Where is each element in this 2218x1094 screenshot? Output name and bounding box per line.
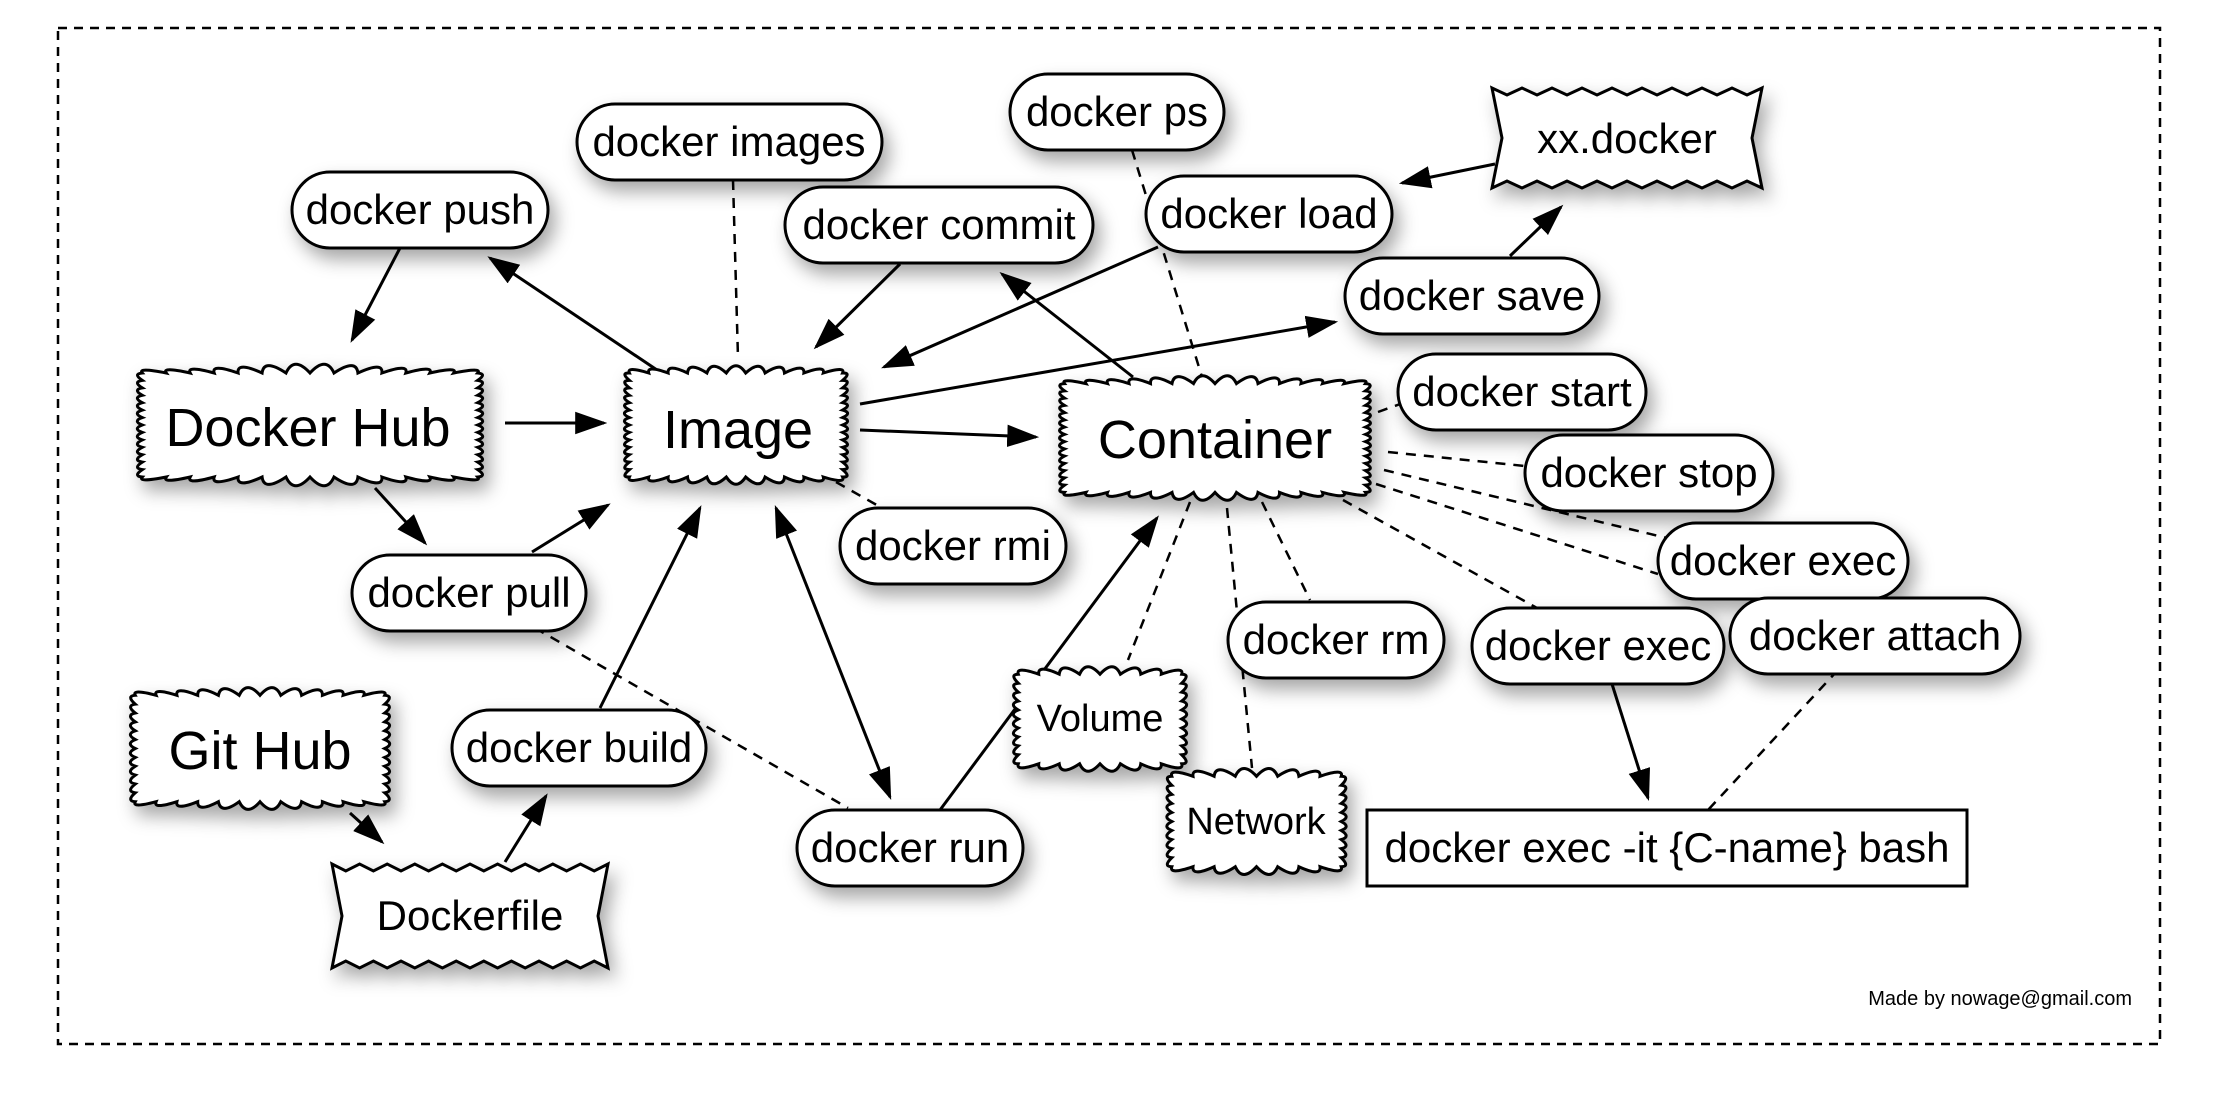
- dash-attach-to-command: [1707, 669, 1839, 811]
- arrow-xx-to-load: [1398, 162, 1496, 189]
- node-docker-commit: docker commit: [783, 185, 1095, 265]
- docker-load-label: docker load: [1160, 190, 1377, 237]
- exec-command-label: docker exec -it {C-name} bash: [1385, 824, 1950, 871]
- dash-ps-to-container: [1130, 149, 1204, 378]
- node-container: Container: [1058, 374, 1372, 502]
- docker-start-label: docker start: [1412, 368, 1632, 415]
- credit-text: Made by nowage@gmail.com: [1868, 988, 2132, 1010]
- arrow-pull-to-image: [531, 503, 611, 554]
- dash-container-to-exec2: [1342, 498, 1538, 610]
- arrow-github-to-dockerfile: [348, 811, 385, 845]
- node-git-hub: Git Hub: [128, 686, 392, 811]
- docker-exec-1-label: docker exec: [1670, 537, 1896, 584]
- git-hub-label: Git Hub: [168, 721, 351, 781]
- docker-attach-label: docker attach: [1749, 612, 2001, 659]
- arrow-push-to-hub: [350, 247, 402, 343]
- docker-images-label: docker images: [592, 118, 865, 165]
- arrow-image-to-push: [487, 256, 661, 374]
- node-docker-load: docker load: [1144, 174, 1394, 254]
- arrow-dockerfile-to-build: [503, 793, 548, 863]
- node-docker-push: docker push: [290, 170, 550, 250]
- node-dockerfile: Dockerfile: [329, 861, 611, 971]
- dash-image-to-rmi: [835, 480, 883, 510]
- docker-rm-label: docker rm: [1243, 616, 1430, 663]
- node-xx-docker: xx.docker: [1489, 85, 1765, 191]
- dockerfile-label: Dockerfile: [377, 892, 564, 939]
- node-docker-pull: docker pull: [350, 553, 588, 633]
- docker-push-label: docker push: [306, 186, 535, 233]
- arrow-build-to-image: [598, 505, 702, 709]
- arrow-image-to-save: [859, 315, 1339, 406]
- arrow-save-to-xx: [1508, 204, 1564, 258]
- node-docker-images: docker images: [575, 102, 884, 182]
- node-docker-ps: docker ps: [1008, 72, 1226, 152]
- diagram-frame: [56, 26, 2162, 1046]
- node-network: Network: [1165, 767, 1348, 876]
- network-label: Network: [1186, 801, 1326, 843]
- arrow-image-run-bidirectional: [774, 505, 892, 800]
- image-label: Image: [663, 400, 813, 460]
- node-docker-hub: Docker Hub: [135, 362, 485, 488]
- docker-pull-label: docker pull: [367, 569, 570, 616]
- docker-run-label: docker run: [811, 824, 1009, 871]
- dash-container-to-volume: [1126, 501, 1192, 661]
- node-docker-start: docker start: [1396, 352, 1648, 432]
- node-docker-exec-1: docker exec: [1656, 521, 1910, 601]
- docker-hub-label: Docker Hub: [165, 398, 450, 458]
- dash-container-to-rm: [1260, 501, 1312, 601]
- connectors: [348, 149, 1839, 863]
- arrow-run-to-container: [938, 515, 1159, 811]
- docker-commit-label: docker commit: [802, 201, 1075, 248]
- node-docker-rm: docker rm: [1226, 600, 1446, 680]
- node-docker-save: docker save: [1343, 256, 1601, 336]
- volume-label: Volume: [1037, 698, 1164, 740]
- container-label: Container: [1098, 410, 1332, 470]
- node-volume: Volume: [1011, 665, 1189, 773]
- node-image: Image: [622, 364, 850, 486]
- dash-container-to-exec1-b: [1375, 482, 1659, 576]
- node-docker-attach: docker attach: [1728, 596, 2022, 676]
- node-exec-command-box: docker exec -it {C-name} bash: [1365, 808, 1969, 888]
- docker-exec-2-label: docker exec: [1485, 622, 1711, 669]
- node-docker-stop: docker stop: [1523, 433, 1775, 513]
- docker-stop-label: docker stop: [1540, 449, 1757, 496]
- docker-save-label: docker save: [1359, 272, 1585, 319]
- dash-images-to-image: [731, 179, 740, 359]
- node-docker-build: docker build: [450, 708, 708, 788]
- docker-rmi-label: docker rmi: [855, 522, 1051, 569]
- arrow-hub-to-pull: [373, 486, 428, 546]
- dash-container-to-stop: [1387, 450, 1526, 468]
- docker-ps-label: docker ps: [1026, 88, 1208, 135]
- node-docker-exec-2: docker exec: [1470, 606, 1726, 686]
- arrow-exec-to-command: [1610, 683, 1651, 802]
- node-docker-run: docker run: [795, 808, 1025, 888]
- xx-docker-label: xx.docker: [1537, 115, 1717, 162]
- arrow-commit-to-image: [813, 262, 902, 350]
- docker-build-label: docker build: [466, 724, 692, 771]
- node-docker-rmi: docker rmi: [838, 506, 1068, 586]
- arrow-load-to-image: [881, 245, 1159, 369]
- dash-container-to-exec1-a: [1383, 468, 1668, 540]
- arrow-image-to-container: [859, 424, 1040, 448]
